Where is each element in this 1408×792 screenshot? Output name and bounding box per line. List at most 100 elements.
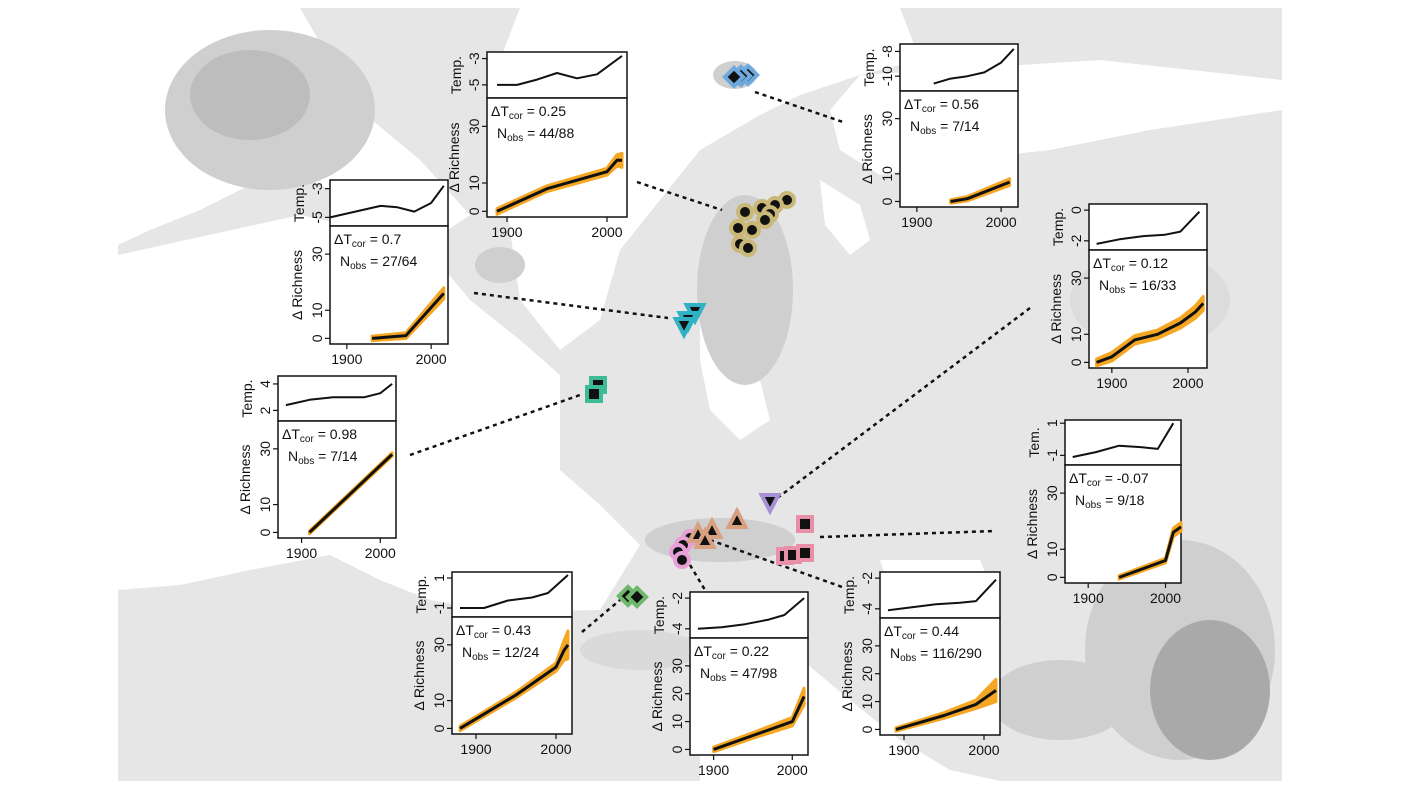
n-obs-value: = 44/88	[523, 125, 574, 141]
n-obs-subscript: obs	[350, 261, 366, 272]
delta-t-annotation: ΔTcor = 0.12	[1093, 255, 1168, 274]
n-obs-symbol: N	[497, 125, 507, 141]
delta-t-subscript: cor	[1111, 263, 1126, 274]
n-obs-value: = 47/98	[726, 665, 777, 681]
caucasus-range	[990, 660, 1130, 740]
delta-t-symbol: ΔT	[884, 623, 902, 639]
n-obs-value: = 12/24	[488, 644, 539, 660]
temp-tick-label: -10	[879, 66, 895, 86]
connector-line-8	[688, 564, 707, 591]
n-obs-symbol: N	[288, 448, 298, 464]
connector-lines	[409, 90, 1031, 633]
temp-tick-label: -8	[879, 45, 895, 58]
richness-tick-label: 20	[669, 686, 685, 702]
n-obs-subscript: obs	[472, 652, 488, 663]
north-scandinavia-marker-4	[736, 203, 754, 221]
n-obs-subscript: obs	[710, 673, 726, 684]
n-obs-symbol: N	[890, 645, 900, 661]
richness-line	[308, 453, 394, 534]
richness-axis-label: Δ Richness	[649, 661, 665, 731]
ocean-region-6	[820, 180, 870, 255]
balkans-marker-4	[796, 544, 814, 562]
richness-tick-label: 10	[431, 693, 447, 709]
richness-line	[459, 644, 570, 730]
richness-axis-label: Δ Richness	[411, 640, 427, 710]
x-tick-label: 1900	[1073, 590, 1104, 606]
temp-axis-label: Temp.	[448, 56, 464, 94]
n-obs-symbol: N	[1075, 492, 1085, 508]
richness-line	[371, 292, 445, 340]
n-obs-annotation: Nobs = 16/33	[1099, 277, 1176, 296]
delta-t-value: = 0.98	[314, 426, 357, 442]
richness-frame	[277, 420, 397, 539]
temp-axis-label: Temp.	[413, 575, 429, 613]
x-tick-label: 2000	[365, 545, 396, 561]
n-obs-value: = 7/14	[314, 448, 357, 464]
connector-line-5	[767, 307, 1031, 506]
x-tick-label: 2000	[1150, 590, 1181, 606]
temp-line	[1096, 211, 1201, 245]
temp-tick-label: 1	[1044, 419, 1060, 427]
temp-frame	[1064, 419, 1182, 466]
richness-tick-label: 30	[859, 638, 875, 654]
delta-t-annotation: ΔTcor = 0.25	[491, 103, 566, 122]
richness-frame	[1088, 249, 1208, 369]
greenland-icecap-high	[190, 50, 310, 140]
richness-tick-label: 10	[1044, 541, 1060, 557]
n-obs-value: = 27/64	[366, 253, 417, 269]
delta-t-value: = 0.25	[523, 103, 566, 119]
delta-t-annotation: ΔTcor = 0.44	[884, 623, 959, 642]
north-scandinavia-marker-9	[739, 239, 757, 257]
n-obs-annotation: Nobs = 7/14	[910, 118, 980, 137]
richness-tick-label: 30	[879, 111, 895, 127]
x-tick-label: 1900	[901, 214, 932, 230]
temp-line	[285, 383, 393, 407]
richness-tick-label: 0	[1068, 358, 1084, 366]
x-tick-label: 1900	[286, 545, 317, 561]
delta-t-annotation: ΔTcor = 0.7	[334, 231, 401, 250]
temp-line	[329, 185, 445, 219]
richness-line	[1118, 525, 1182, 579]
n-obs-symbol: N	[462, 644, 472, 660]
temp-line	[497, 55, 623, 86]
richness-line	[895, 689, 997, 731]
n-obs-annotation: Nobs = 9/18	[1075, 492, 1145, 511]
n-obs-subscript: obs	[1109, 285, 1125, 296]
richness-tick-label: 0	[1044, 573, 1060, 581]
temp-frame	[689, 591, 809, 639]
temp-frame	[277, 375, 397, 422]
richness-tick-label: 30	[431, 637, 447, 653]
temp-line	[697, 597, 805, 630]
connector-line-4	[409, 393, 581, 457]
richness-line	[950, 180, 1011, 203]
delta-t-subscript: cor	[300, 434, 315, 445]
alps-range	[645, 518, 795, 562]
richness-tick-label: 10	[859, 694, 875, 710]
temp-axis-label: Temp.	[1050, 208, 1066, 246]
richness-line	[1096, 302, 1205, 364]
delta-t-value: = -0.07	[1101, 470, 1149, 486]
richness-tick-label: 0	[309, 334, 325, 342]
richness-tick-label: 0	[859, 725, 875, 733]
richness-tick-label: 0	[431, 724, 447, 732]
richness-tick-label: 0	[466, 207, 482, 215]
markers-scotland	[585, 376, 607, 403]
markers-alps-east	[686, 506, 749, 549]
x-tick-label: 1900	[1096, 375, 1127, 391]
markers-carpathians	[758, 493, 782, 516]
temp-line	[460, 574, 569, 609]
delta-t-annotation: ΔTcor = 0.98	[282, 426, 357, 445]
delta-t-value: = 0.44	[916, 623, 959, 639]
temp-tick-label: -2	[669, 592, 685, 605]
temp-tick-label: -4	[859, 602, 875, 615]
richness-tick-label: 0	[669, 745, 685, 753]
balkans-marker-1	[796, 515, 814, 533]
delta-t-symbol: ΔT	[282, 426, 300, 442]
richness-tick-label: 30	[1068, 270, 1084, 286]
delta-t-subscript: cor	[922, 104, 937, 115]
scandes-range	[697, 195, 793, 385]
